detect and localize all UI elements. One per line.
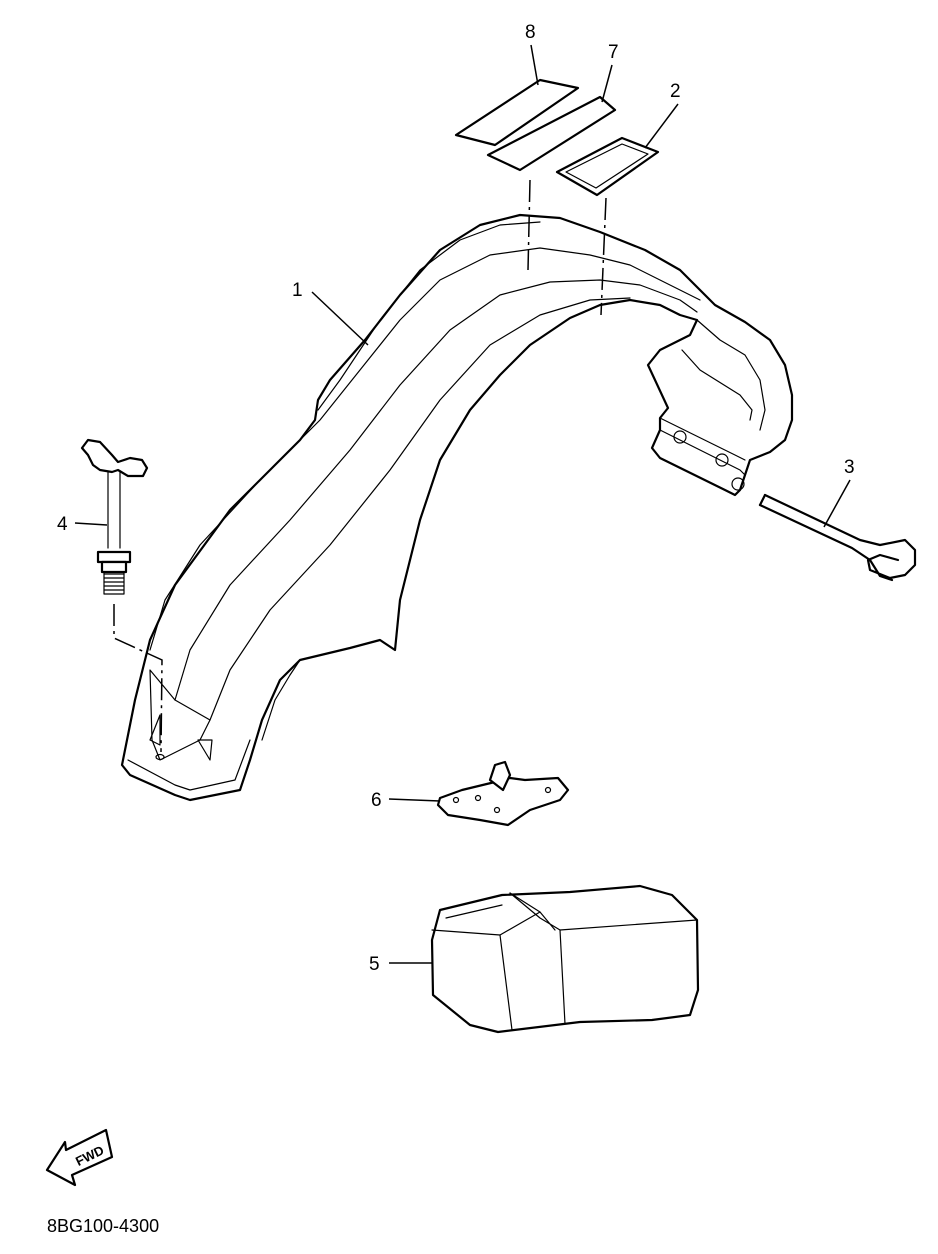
callout-leader-6 [388, 798, 441, 802]
callout-leader-4 [74, 522, 108, 526]
rod-part-3[interactable] [758, 493, 917, 582]
callout-number-6[interactable]: 6 [371, 790, 382, 811]
diagram-code: 8BG100-4300 [47, 1216, 159, 1236]
forward-direction-arrow: FWD [45, 1128, 114, 1187]
callout-leader-2 [644, 103, 679, 149]
callout-number-8[interactable]: 8 [525, 22, 536, 43]
case-part-5[interactable] [430, 884, 700, 1034]
callout-number-5[interactable]: 5 [369, 954, 380, 975]
callout-number-4[interactable]: 4 [57, 514, 68, 535]
emblem-part-2[interactable] [555, 136, 660, 197]
callout-leader-7 [601, 64, 613, 103]
callout-number-1[interactable]: 1 [292, 280, 303, 301]
wing-bolt-part-4[interactable] [80, 438, 149, 595]
callout-number-7[interactable]: 7 [608, 42, 619, 63]
callout-leader-3 [823, 479, 851, 528]
callout-number-3[interactable]: 3 [844, 457, 855, 478]
callout-leader-1 [311, 291, 369, 346]
callout-leader-8 [530, 44, 539, 86]
decal-part-8[interactable] [454, 78, 580, 147]
decal-part-7[interactable] [486, 95, 617, 172]
fender-part-1[interactable] [120, 213, 794, 802]
assembly-guide-lines [113, 179, 607, 753]
callout-number-2[interactable]: 2 [670, 81, 681, 102]
bracket-part-6[interactable] [436, 760, 570, 827]
